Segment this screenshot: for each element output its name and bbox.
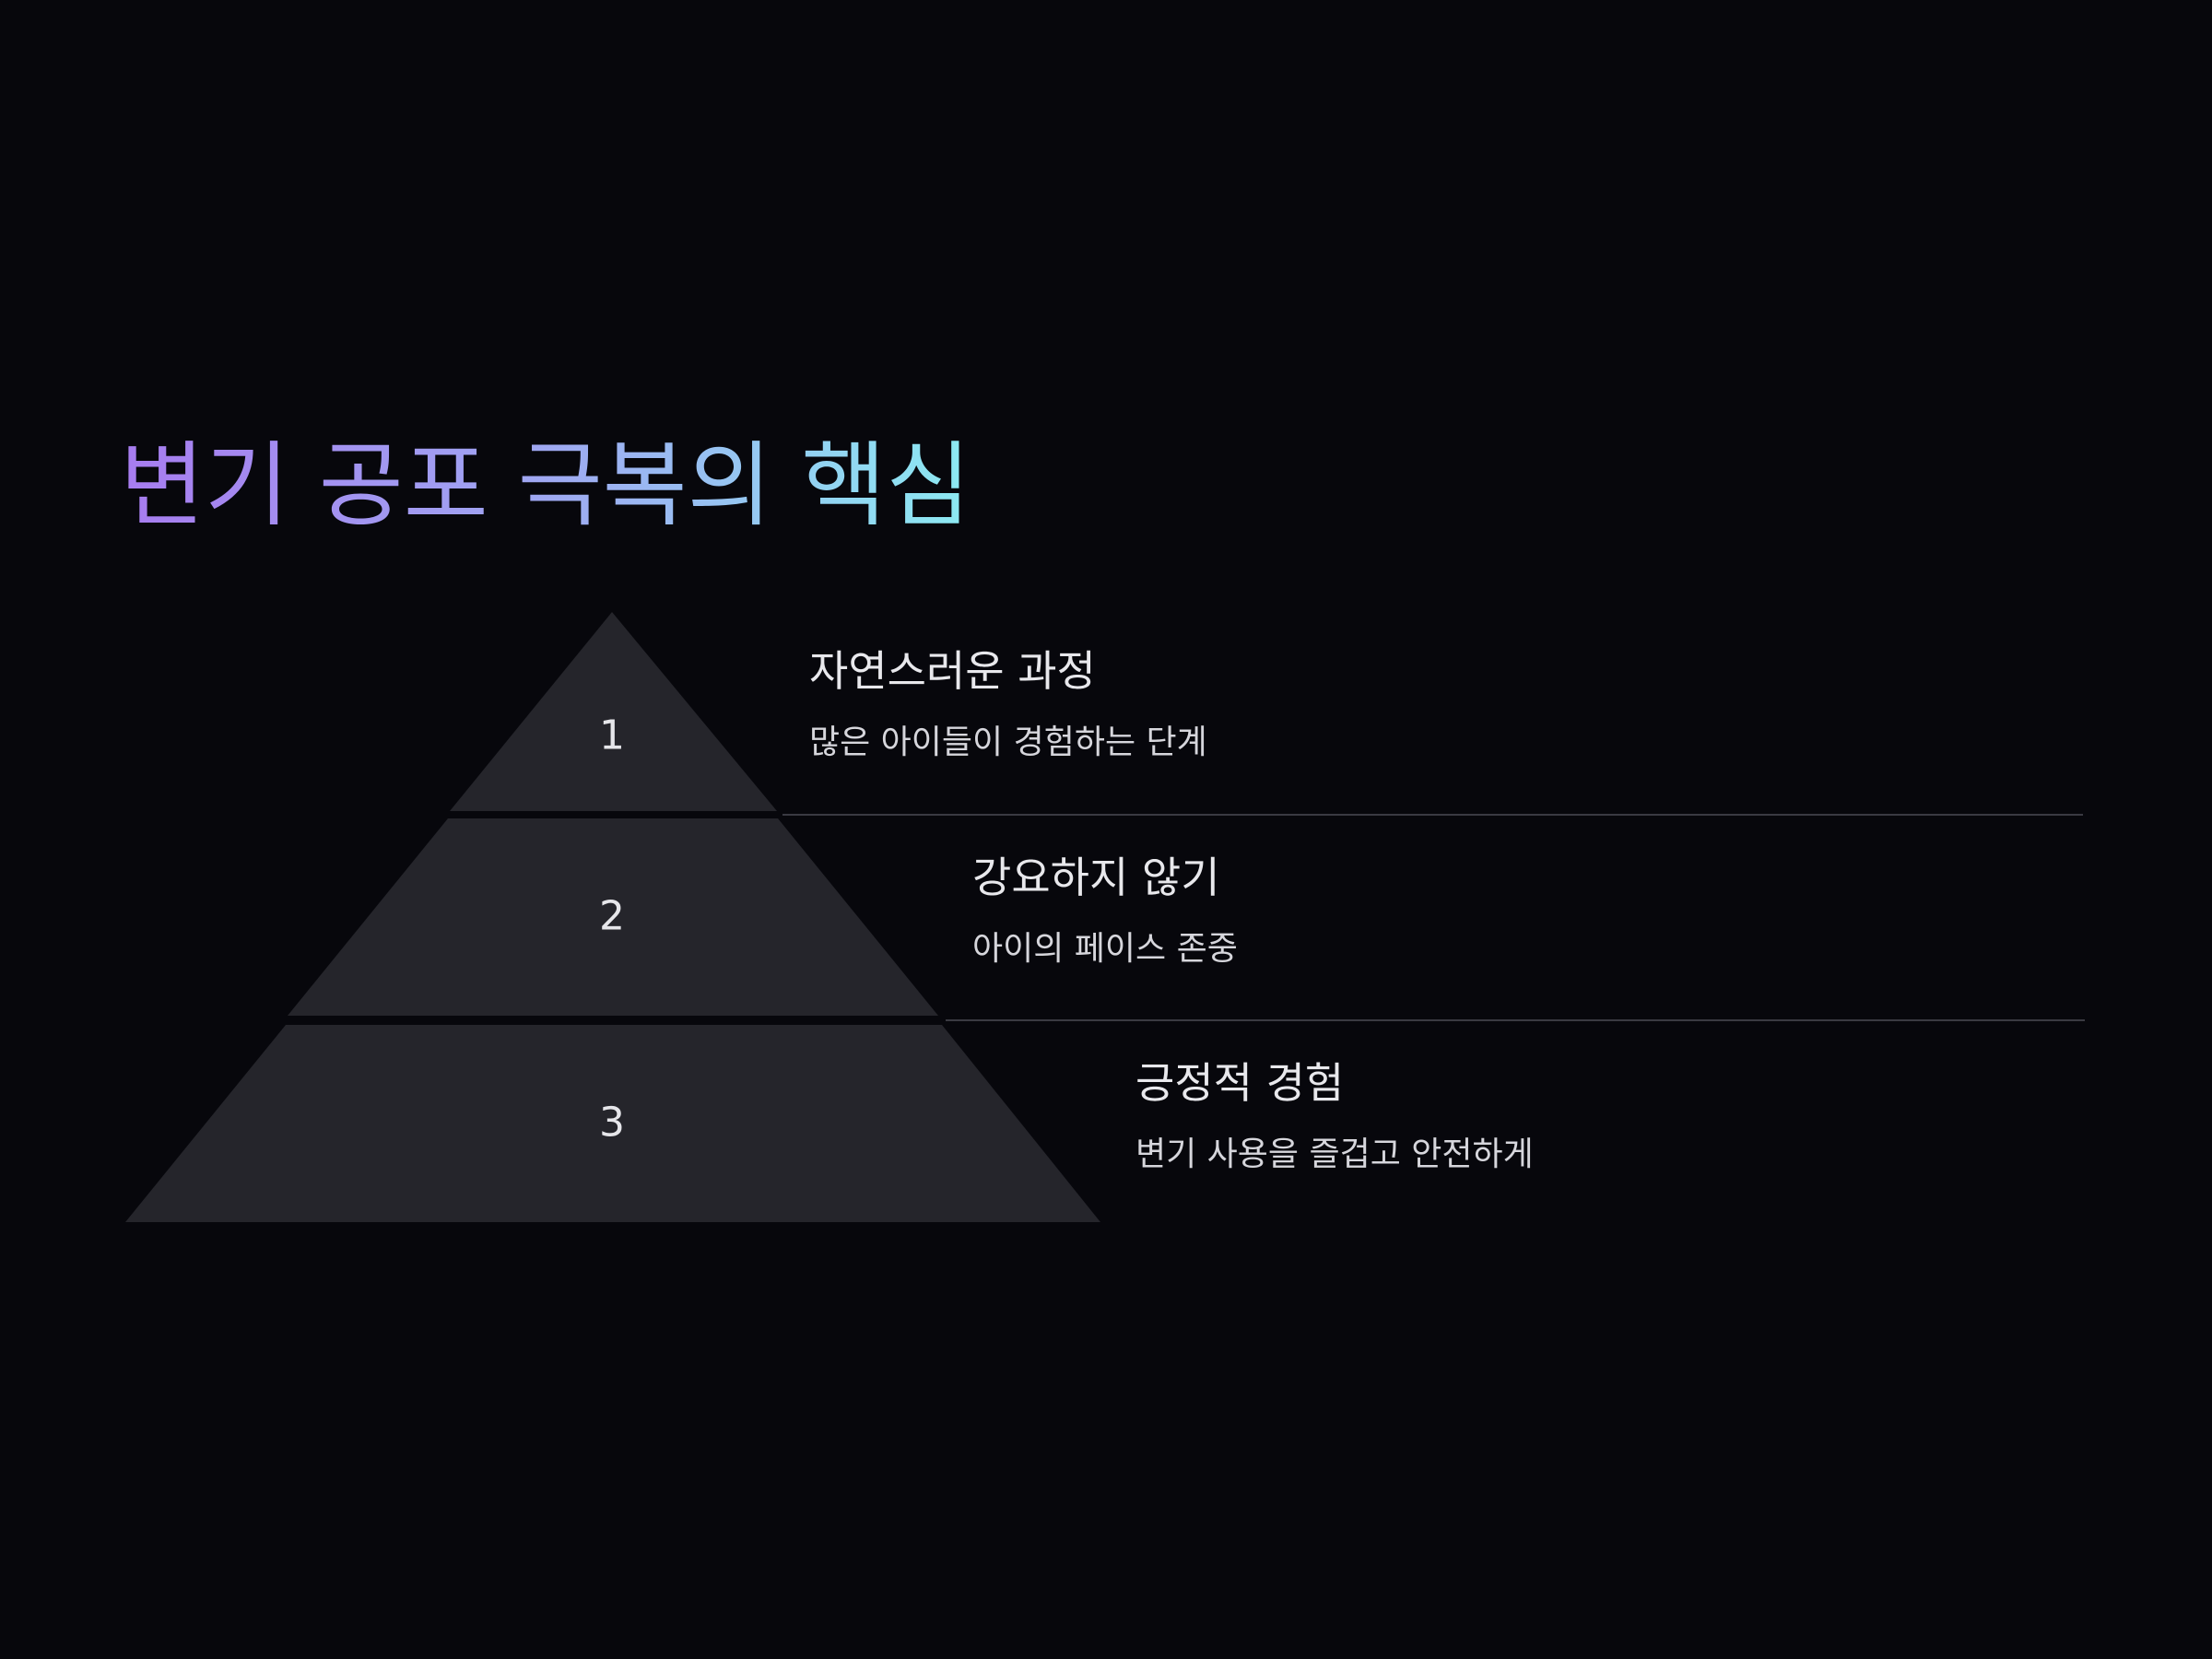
tier-title-2: 강요하지 않기 — [972, 853, 1220, 902]
tier-description-2: 아이의 페이스 존중 — [972, 930, 1238, 968]
tier-label-1: 자연스러운 과정 많은 아이들이 경험하는 단계 — [809, 643, 1207, 765]
tier-number-2: 2 — [599, 893, 625, 940]
tier-number-3: 3 — [599, 1100, 625, 1147]
tier-number-1: 1 — [599, 712, 625, 759]
tier-title-1: 자연스러운 과정 — [809, 646, 1096, 696]
pyramid-tier-3 — [125, 1025, 1100, 1222]
tier-title-3: 긍정적 경험 — [1135, 1058, 1345, 1108]
page-title: 변기 공포 극복의 핵심 — [120, 426, 971, 546]
tier-label-3: 긍정적 경험 변기 사용을 즐겁고 안전하게 — [1135, 1055, 1534, 1177]
tier-description-1: 많은 아이들이 경험하는 단계 — [809, 724, 1207, 761]
tier-description-3: 변기 사용을 즐겁고 안전하게 — [1135, 1135, 1534, 1173]
tier-label-2: 강요하지 않기 아이의 페이스 존중 — [972, 850, 1238, 971]
pyramid-tier-2 — [288, 818, 938, 1016]
pyramid-tier-1 — [450, 612, 777, 811]
